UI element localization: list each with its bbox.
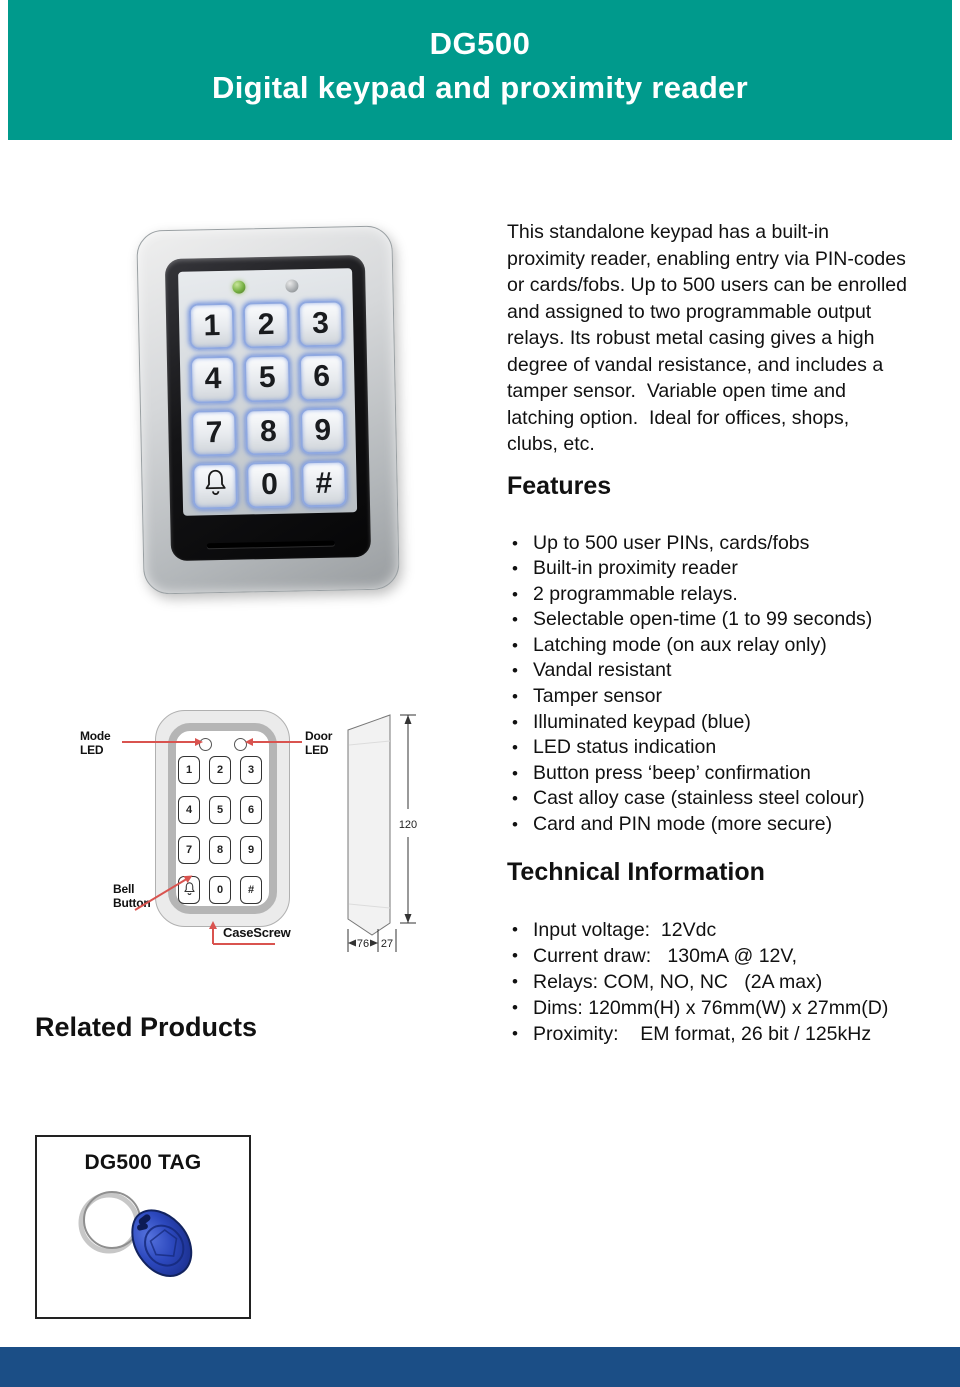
keypad-case: 1 2 3 4 5 6 7 8 9 xyxy=(136,225,400,595)
key-4: 4 xyxy=(189,355,237,404)
diagram-key-5: 5 xyxy=(209,796,231,824)
key-3: 3 xyxy=(297,300,344,348)
technical-item: Proximity: EM format, 26 bit / 125kHz xyxy=(507,1021,959,1047)
technical-item: Input voltage: 12Vdc xyxy=(507,917,959,943)
key-fob-image xyxy=(78,1191,193,1277)
feature-item: Selectable open-time (1 to 99 seconds) xyxy=(507,607,959,633)
case-screw-underline xyxy=(213,943,275,945)
dimension-width: 76 xyxy=(357,938,369,950)
technical-item: Dims: 120mm(H) x 76mm(W) x 27mm(D) xyxy=(507,995,959,1021)
mode-led-label: Mode LED xyxy=(80,729,111,757)
led-row xyxy=(178,278,352,300)
feature-item: Tamper sensor xyxy=(507,684,959,710)
bezel-slot xyxy=(206,540,335,549)
diagram-key-1: 1 xyxy=(178,756,200,784)
grey-led xyxy=(285,279,299,293)
product-subtitle: Digital keypad and proximity reader xyxy=(212,70,748,105)
diagram-key-grid: 1 2 3 4 5 6 7 8 9 0 # xyxy=(178,756,262,904)
key-7: 7 xyxy=(190,409,238,457)
diagram-key-4: 4 xyxy=(178,796,200,824)
diagram-key-3: 3 xyxy=(240,756,262,784)
header-banner: DG500 Digital keypad and proximity reade… xyxy=(8,0,952,140)
bell-icon xyxy=(183,881,196,899)
bell-button-label: Bell Button xyxy=(113,882,151,910)
key-hash: # xyxy=(300,460,348,508)
diagram-key-8: 8 xyxy=(209,836,231,864)
technical-item: Current draw: 130mA @ 12V, xyxy=(507,943,959,969)
key-9: 9 xyxy=(299,406,346,455)
key-1: 1 xyxy=(188,302,236,350)
key-bell xyxy=(192,462,239,510)
green-led xyxy=(232,280,246,294)
key-0: 0 xyxy=(246,461,293,509)
feature-item: Cast alloy case (stainless steel colour) xyxy=(507,786,959,812)
product-photo: 1 2 3 4 5 6 7 8 9 xyxy=(136,225,400,595)
diagram-side-view: 120 76 27 xyxy=(347,714,417,952)
mode-led-arrow xyxy=(122,741,196,743)
feature-item: Illuminated keypad (blue) xyxy=(507,710,959,736)
related-product-name: DG500 TAG xyxy=(84,1151,202,1174)
diagram-key-2: 2 xyxy=(209,756,231,784)
keypad-key-grid: 1 2 3 4 5 6 7 8 9 xyxy=(188,300,348,510)
bell-icon xyxy=(202,467,229,506)
dimension-height: 120 xyxy=(399,819,417,831)
technical-heading: Technical Information xyxy=(507,857,765,886)
product-title: DG500 xyxy=(429,26,531,61)
diagram-key-0: 0 xyxy=(209,876,231,904)
related-products-heading: Related Products xyxy=(35,1012,258,1042)
text-column: This standalone keypad has a built-in pr… xyxy=(507,219,959,1047)
feature-item: Up to 500 user PINs, cards/fobs xyxy=(507,531,959,557)
key-5: 5 xyxy=(244,354,291,402)
feature-item: Button press ‘beep’ confirmation xyxy=(507,761,959,787)
technical-list: Input voltage: 12VdcCurrent draw: 130mA … xyxy=(507,917,959,1047)
product-description: This standalone keypad has a built-in pr… xyxy=(507,221,907,455)
footer-band xyxy=(0,1347,960,1387)
key-8: 8 xyxy=(245,408,292,456)
case-screw-label: CaseScrew xyxy=(223,925,291,940)
feature-item: 2 programmable relays. xyxy=(507,582,959,608)
key-6: 6 xyxy=(298,353,345,401)
case-screw-arrow xyxy=(212,928,214,944)
diagram-key-7: 7 xyxy=(178,836,200,864)
diagram-key-6: 6 xyxy=(240,796,262,824)
feature-item: Latching mode (on aux relay only) xyxy=(507,633,959,659)
key-2: 2 xyxy=(243,301,290,349)
keypad-panel: 1 2 3 4 5 6 7 8 9 xyxy=(178,268,358,516)
feature-item: Vandal resistant xyxy=(507,658,959,684)
feature-item: LED status indication xyxy=(507,735,959,761)
related-product-card: DG500 TAG xyxy=(35,1135,251,1319)
diagram-key-hash: # xyxy=(240,876,262,904)
keypad-bezel: 1 2 3 4 5 6 7 8 9 xyxy=(164,254,372,562)
dimension-depth: 27 xyxy=(381,938,393,950)
technical-item: Relays: COM, NO, NC (2A max) xyxy=(507,969,959,995)
diagram-key-9: 9 xyxy=(240,836,262,864)
dimension-diagram: 1 2 3 4 5 6 7 8 9 0 # xyxy=(60,700,460,968)
features-list: Up to 500 user PINs, cards/fobsBuilt-in … xyxy=(507,531,959,838)
door-led-arrow xyxy=(252,741,302,743)
feature-item: Built-in proximity reader xyxy=(507,556,959,582)
features-heading: Features xyxy=(507,471,612,500)
feature-item: Card and PIN mode (more secure) xyxy=(507,812,959,838)
door-led-label: Door LED xyxy=(305,729,333,757)
